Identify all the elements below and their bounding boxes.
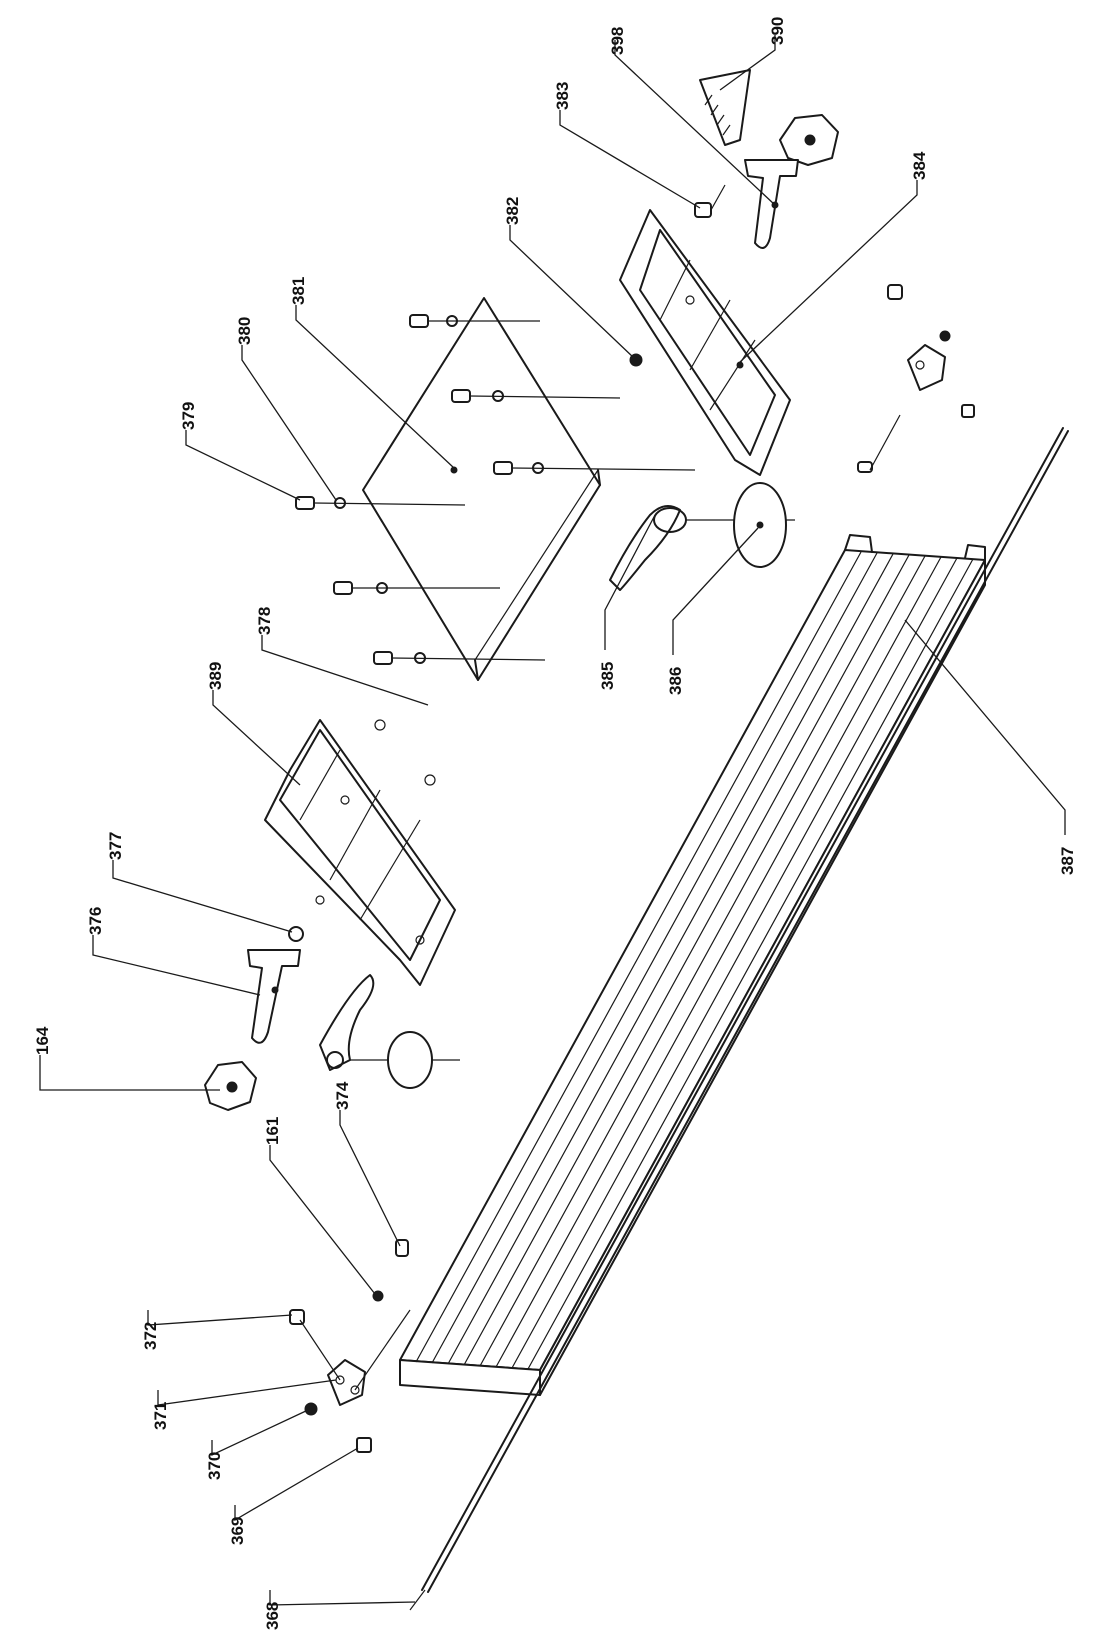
fence-extrusion (399, 534, 986, 1396)
rod-368 (409, 427, 1069, 1611)
callout-374: 374 (333, 1081, 352, 1110)
callout-377: 377 (106, 832, 125, 860)
cam-handle-left (319, 974, 460, 1089)
callout-384: 384 (910, 151, 929, 180)
lever-376 (247, 949, 301, 1044)
callout-369: 369 (228, 1517, 247, 1545)
screw-374 (395, 1239, 409, 1257)
bracket-plate-382 (619, 209, 791, 476)
disc-386 (733, 482, 787, 568)
guard-plate-381 (362, 297, 601, 681)
block-369 (356, 1437, 372, 1453)
callout-378: 378 (255, 607, 274, 635)
callout-390: 390 (768, 17, 787, 45)
callout-382: 382 (503, 197, 522, 225)
knob-right (779, 114, 839, 166)
callout-380: 380 (235, 317, 254, 345)
callout-385: 385 (598, 662, 617, 690)
screw-372 (289, 1309, 305, 1325)
callout-164: 164 (33, 1026, 52, 1055)
nut-383 (694, 184, 726, 218)
screw-set-upper (295, 314, 696, 665)
knob-164 (204, 1061, 257, 1111)
callout-labels: 164 376 377 389 378 379 380 381 382 383 … (33, 17, 1077, 1630)
callout-376: 376 (86, 907, 105, 935)
callout-379: 379 (179, 402, 198, 430)
callout-381: 381 (289, 277, 308, 305)
callout-386: 386 (666, 667, 685, 695)
scale-label-390 (699, 69, 751, 146)
end-bracket-right (857, 284, 975, 473)
nut-370 (304, 1402, 318, 1416)
end-bracket-371 (299, 1309, 411, 1406)
bracket-plate-389 (264, 719, 456, 986)
callout-370: 370 (205, 1452, 224, 1480)
callout-398: 398 (608, 27, 627, 55)
callout-387: 387 (1058, 847, 1077, 875)
callout-372: 372 (141, 1322, 160, 1350)
callout-371: 371 (151, 1402, 170, 1430)
callout-389: 389 (206, 662, 225, 690)
lever-398 (744, 159, 799, 249)
callout-161: 161 (263, 1117, 282, 1145)
nut-161 (372, 1290, 384, 1302)
callout-383: 383 (553, 82, 572, 110)
leader-lines (39, 35, 1066, 1606)
washer-377 (288, 926, 304, 942)
callout-368: 368 (263, 1602, 282, 1630)
